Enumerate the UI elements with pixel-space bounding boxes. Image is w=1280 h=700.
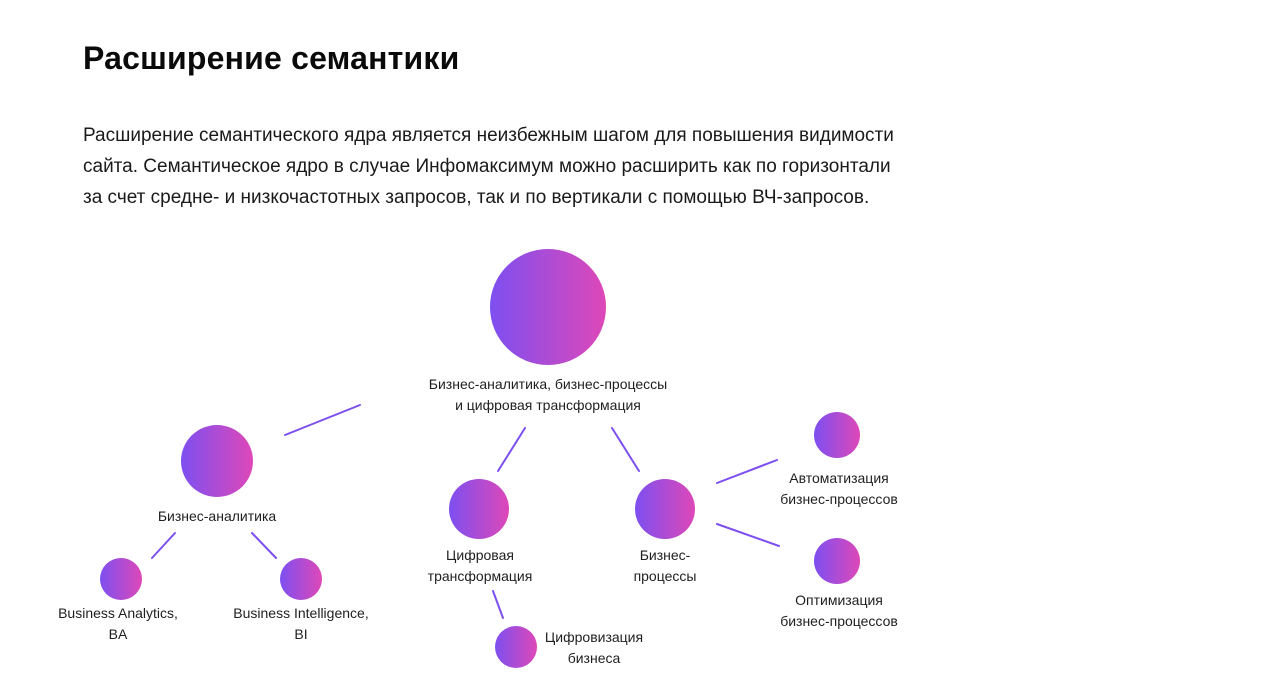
intro-line: сайта. Семантическое ядро в случае Инфом… <box>83 156 891 177</box>
connector-root-digital-transformation <box>497 427 526 472</box>
root-node-circle <box>490 249 606 365</box>
ba-node-label: Business Analytics, BA <box>58 605 178 642</box>
connector-business-processes-automation <box>716 459 778 484</box>
nodes <box>100 249 860 668</box>
bi-node-circle <box>280 558 322 600</box>
connector-business-analytics-ba <box>151 532 176 559</box>
intro-line: за счет средне- и низкочастотных запросо… <box>83 187 870 208</box>
connector-root-business-processes <box>611 427 640 472</box>
connector-root-business-analytics <box>284 404 361 436</box>
optimization-node-label: Оптимизация бизнес-процессов <box>780 592 898 629</box>
ba-node-circle <box>100 558 142 600</box>
digital-transformation-node-label: Цифровая трансформация <box>427 547 533 584</box>
business-processes-node-label: Бизнес- процессы <box>633 547 697 584</box>
connector-digital-transformation-digitalization <box>492 590 504 619</box>
automation-node-label: Автоматизация бизнес-процессов <box>780 470 898 507</box>
connector-business-processes-optimization <box>716 523 780 547</box>
optimization-node-circle <box>814 538 860 584</box>
business-processes-node-circle <box>635 479 695 539</box>
business-analytics-node-circle <box>181 425 253 497</box>
connectors <box>151 404 780 619</box>
bi-node-label: Business Intelligence, BI <box>233 605 369 642</box>
digitalization-node-circle <box>495 626 537 668</box>
root-node-label: Бизнес-аналитика, бизнес-процессы и цифр… <box>428 376 668 413</box>
automation-node-circle <box>814 412 860 458</box>
digital-transformation-node-circle <box>449 479 509 539</box>
business-analytics-node-label: Бизнес-аналитика <box>157 508 277 524</box>
connector-business-analytics-bi <box>251 532 277 559</box>
digitalization-node-label: Цифровизация бизнеса <box>544 629 644 666</box>
intro-paragraph: Расширение семантического ядра является … <box>83 120 1003 213</box>
intro-line: Расширение семантического ядра является … <box>83 125 894 146</box>
page-title: Расширение семантики <box>83 40 460 76</box>
